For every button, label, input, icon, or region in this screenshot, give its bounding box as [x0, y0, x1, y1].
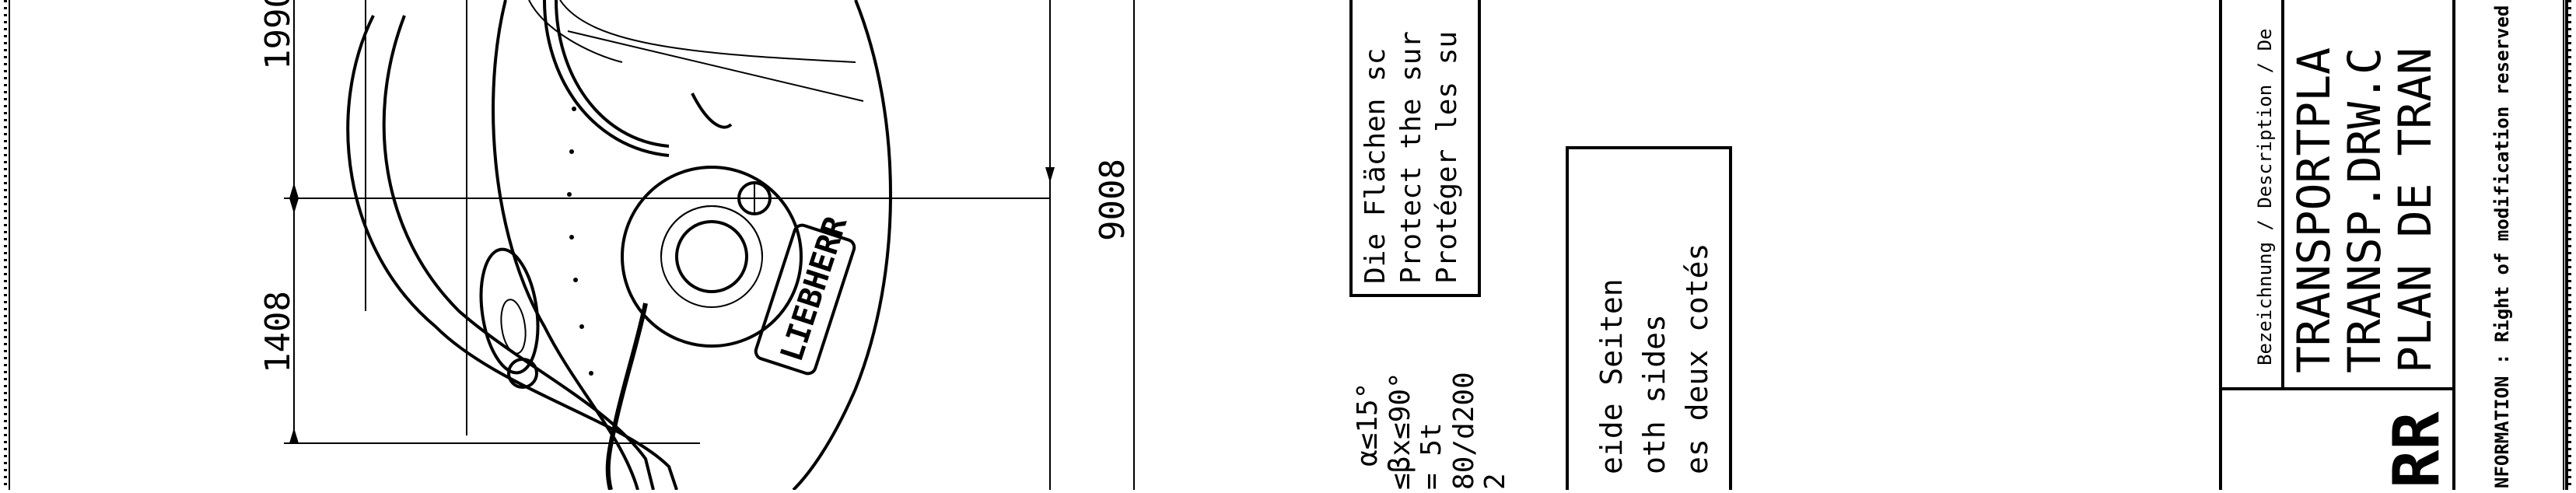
dimension-arrow — [289, 198, 299, 214]
dimension-9008: 9008 — [1093, 159, 1132, 241]
body-curve — [346, 15, 678, 491]
sides-line-2: oth sides — [1637, 314, 1671, 474]
dimension-arrow — [289, 428, 299, 443]
sides-line-1: eide Seiten — [1594, 278, 1629, 474]
protect-box-frame — [1349, 0, 1481, 297]
body-curve — [528, 0, 623, 63]
angle-note-1: α≤15° — [1352, 383, 1384, 467]
ring-segment — [660, 205, 763, 257]
hose — [691, 93, 733, 129]
slewing-ring — [621, 166, 803, 348]
title-block-logo: RR — [2380, 411, 2454, 488]
ring-outer — [621, 166, 803, 348]
title-fr: PLAN DE TRAN — [2389, 47, 2441, 373]
title-block-info: NFORMATION : Right of modification reser… — [2491, 5, 2513, 488]
body-curve — [382, 15, 655, 491]
dimension-group: 1990 1408 — [258, 0, 1050, 444]
vehicle-outline — [346, 0, 892, 491]
body-curve — [492, 0, 639, 491]
title-block: Bezeichnung / Description / De TRANSPORT… — [2219, 0, 2568, 493]
hose — [543, 0, 670, 157]
angle-notes: α≤15° ≤βx≤90° = 5t 80/d200 2 — [1352, 372, 1511, 490]
angle-note-3: = 5t — [1416, 422, 1447, 490]
protect-box: Die Flächen sc Protect the sur Protéger … — [1349, 0, 1481, 297]
title-en: TRANSP.DRW.C — [2338, 47, 2391, 373]
title-block-label: Bezeichnung / Description / De — [2254, 29, 2276, 365]
ring-core — [675, 220, 748, 293]
dimension-1408: 1408 — [258, 291, 298, 373]
sides-box: eide Seiten oth sides es deux cotés — [1566, 146, 1732, 493]
dimension-1990: 1990 — [258, 0, 298, 70]
protect-line-1: Die Flächen sc — [1360, 48, 1391, 284]
hose — [605, 302, 648, 491]
grab-handle — [479, 247, 540, 389]
title-block-frame — [2219, 0, 2568, 493]
body-line — [567, 30, 864, 102]
protect-line-2: Protect the sur — [1395, 31, 1427, 284]
angle-note-2: ≤βx≤90° — [1384, 372, 1416, 490]
angle-note-4: 80/d200 — [1448, 372, 1480, 490]
angle-note-5: 2 — [1479, 473, 1511, 490]
hose — [555, 0, 670, 148]
title-de: TRANSPORTPLA — [2287, 47, 2340, 373]
sides-box-frame — [1566, 146, 1732, 493]
rivets — [567, 107, 593, 376]
dimension-arrow — [289, 183, 299, 198]
dimension-arrow — [1045, 167, 1055, 183]
center-mark — [737, 181, 772, 215]
dimension-9008-group: 9008 — [1045, 0, 1135, 490]
body-curve — [792, 0, 892, 491]
logo-decal: LIEBHERR — [754, 212, 856, 376]
body-curve — [559, 0, 856, 63]
sides-line-3: es deux cotés — [1680, 243, 1714, 474]
protect-line-3: Protéger les su — [1431, 31, 1463, 284]
